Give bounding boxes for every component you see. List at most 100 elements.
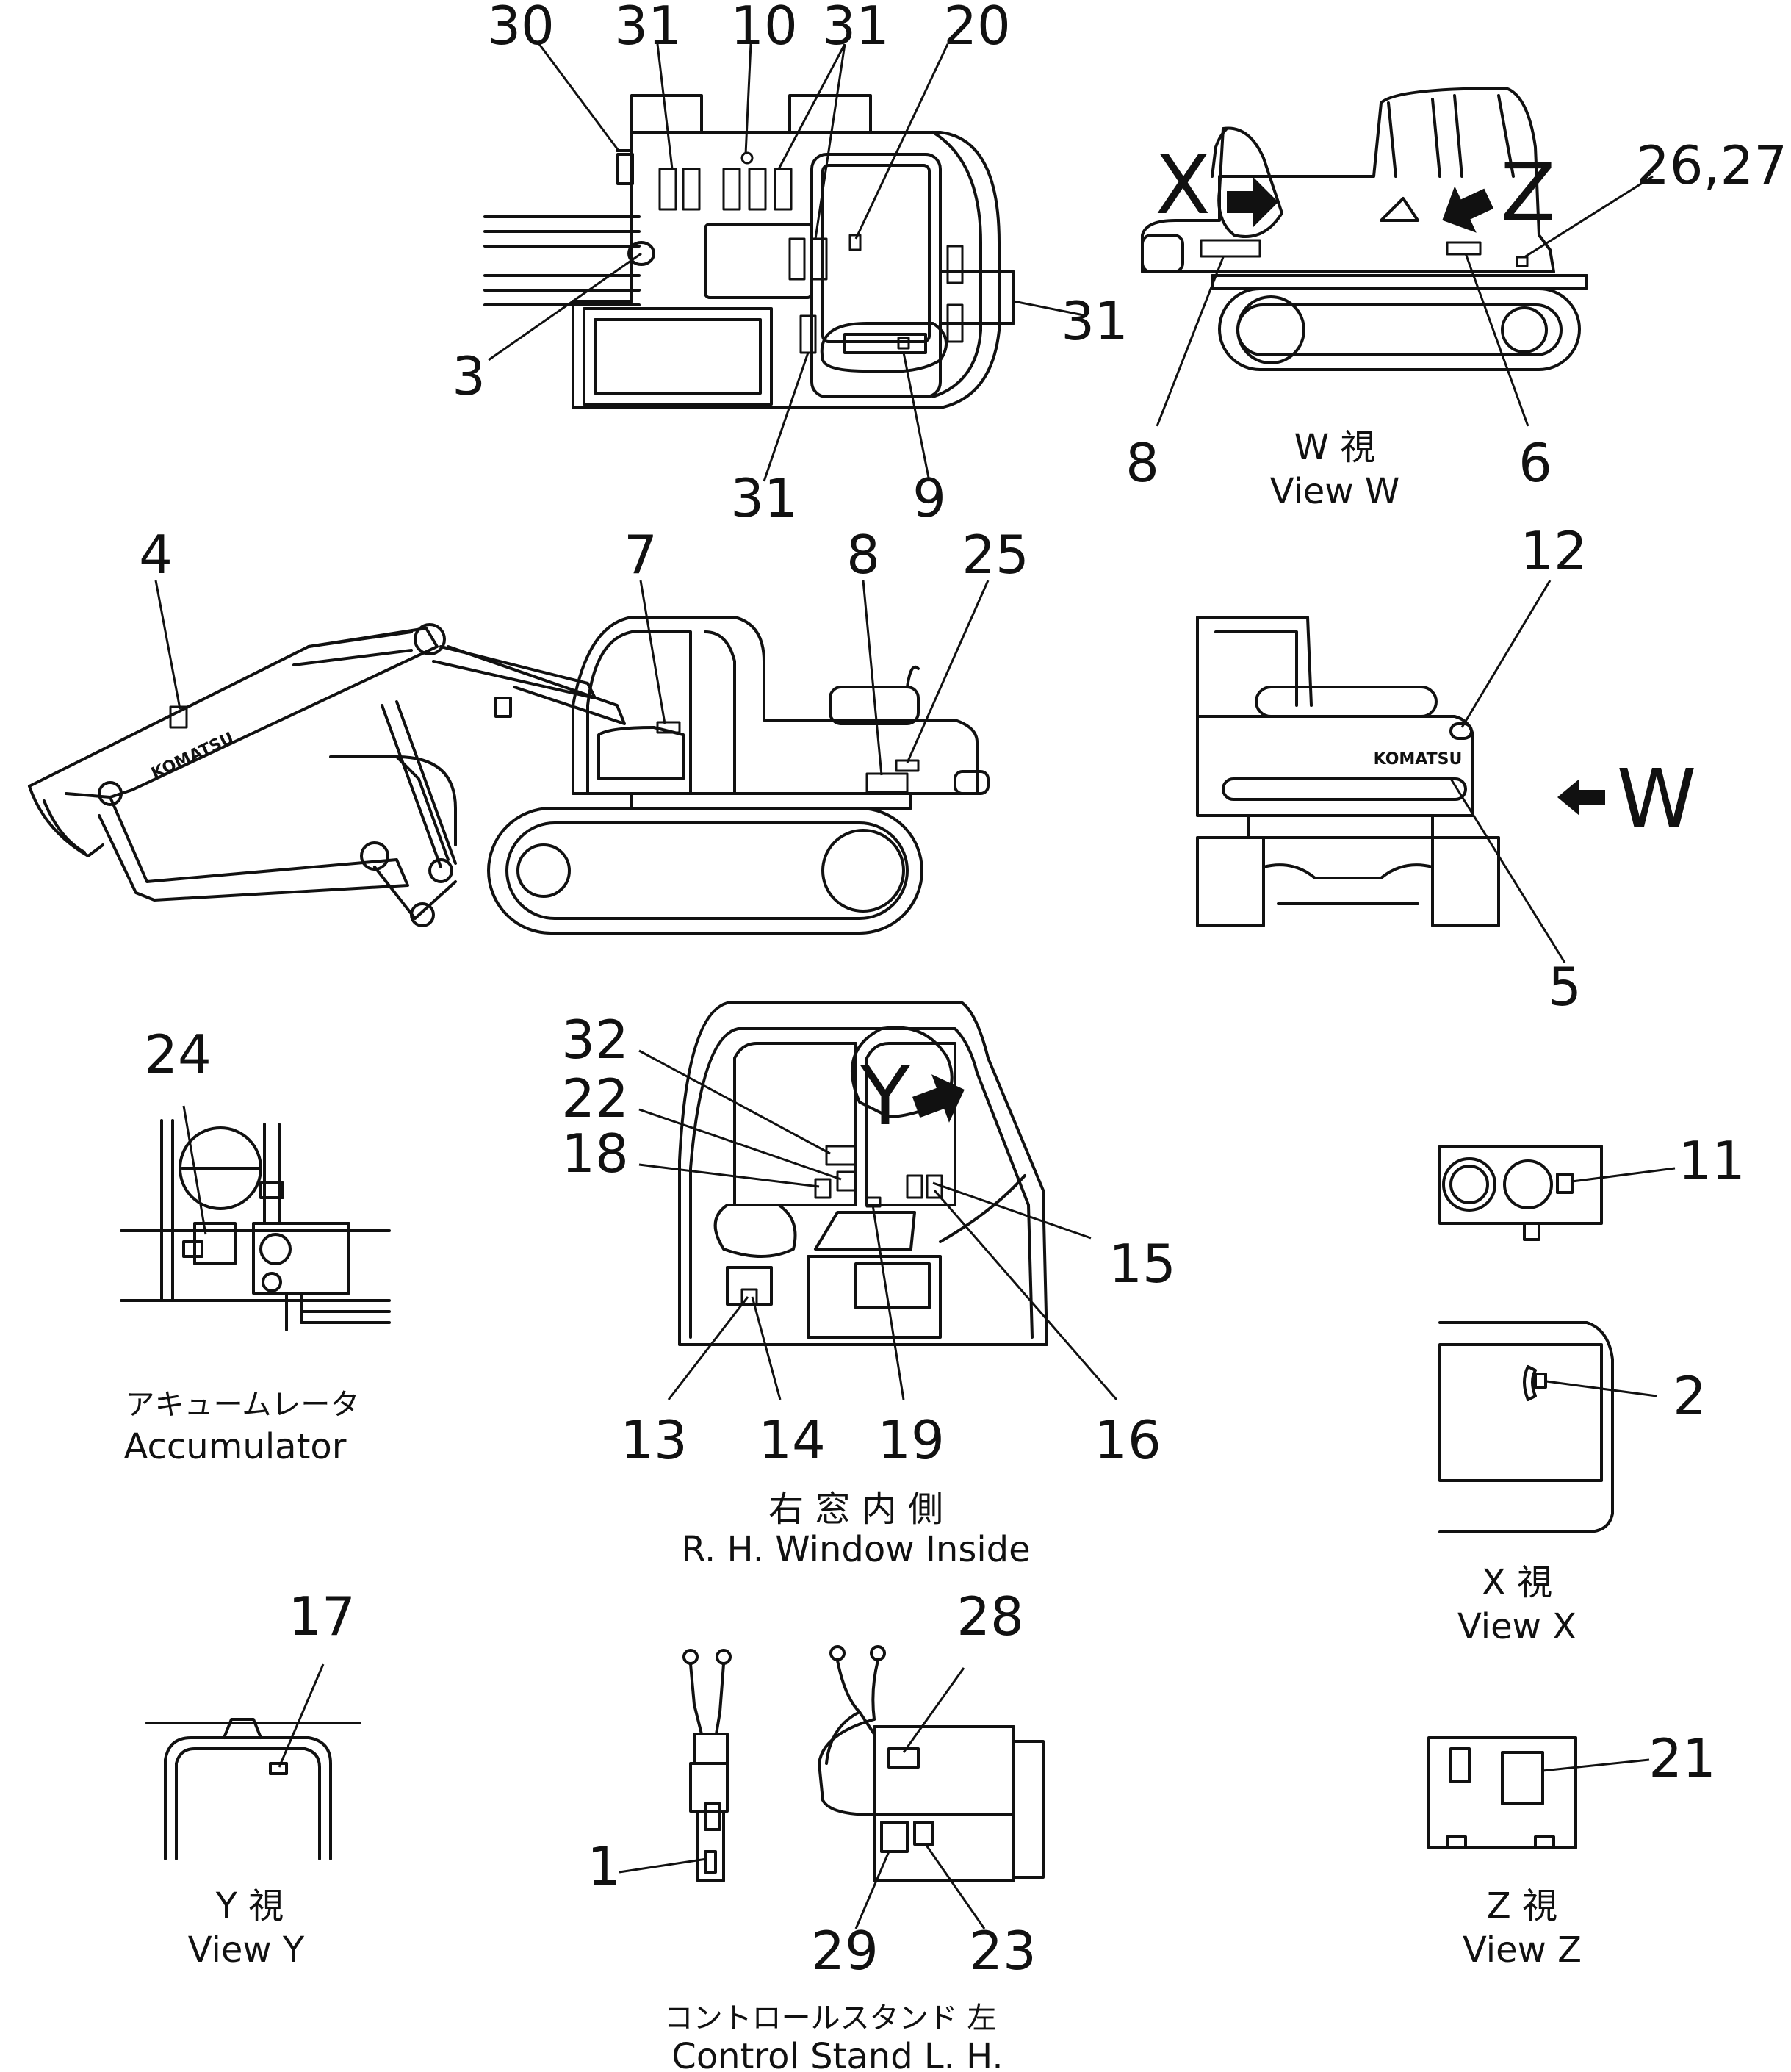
view-x-lower-panel bbox=[1438, 1321, 1614, 1533]
accumulator-linework bbox=[120, 1119, 391, 1331]
view-w-linework bbox=[1141, 87, 1588, 371]
callout-6: 6 bbox=[1518, 432, 1552, 494]
arrow-w-icon bbox=[1557, 779, 1605, 816]
decal-10-b bbox=[748, 168, 767, 211]
decal-31-g bbox=[946, 303, 964, 343]
caption-control-jp: コントロールスタンド 左 bbox=[664, 2001, 997, 2035]
decal-18 bbox=[814, 1178, 832, 1199]
callout-28: 28 bbox=[956, 1586, 1024, 1647]
decal-8 bbox=[1200, 239, 1261, 258]
caption-control-en: Control Stand L. H. bbox=[671, 2036, 1003, 2072]
decal-12 bbox=[1449, 722, 1473, 740]
caption-accumulator-jp: アキュームレータ bbox=[126, 1388, 360, 1422]
callout-30: 30 bbox=[487, 0, 555, 57]
callout-31: 31 bbox=[822, 0, 890, 57]
decal-31-a bbox=[658, 168, 677, 211]
decal-7 bbox=[656, 721, 681, 734]
decal-10-a bbox=[722, 168, 741, 211]
callout-24: 24 bbox=[144, 1024, 212, 1085]
callout-21: 21 bbox=[1648, 1727, 1716, 1789]
rear-view-leaders bbox=[1449, 580, 1566, 963]
callout-18: 18 bbox=[561, 1123, 629, 1184]
decal-29 bbox=[880, 1821, 909, 1853]
decal-9 bbox=[897, 337, 910, 350]
callout-14: 14 bbox=[758, 1409, 826, 1471]
callout-20: 20 bbox=[943, 0, 1011, 57]
caption-view-w-jp: W 視 bbox=[1294, 427, 1376, 468]
control-stand-lh: 28 1 29 23 コントロールスタンド 左 Control Stand L.… bbox=[587, 1586, 1045, 2072]
callout-12: 12 bbox=[1520, 520, 1588, 582]
decal-31-b bbox=[682, 168, 701, 211]
callout-1: 1 bbox=[587, 1835, 621, 1897]
callout-2: 2 bbox=[1673, 1365, 1707, 1427]
callout-16: 16 bbox=[1094, 1409, 1161, 1471]
side-view-leaders bbox=[154, 580, 990, 776]
caption-window-en: R. H. Window Inside bbox=[681, 1529, 1030, 1570]
view-y-linework bbox=[145, 1718, 361, 1860]
callout-13: 13 bbox=[620, 1409, 688, 1471]
komatsu-counterweight-logo: KOMATSU bbox=[1374, 750, 1463, 769]
callout-23: 23 bbox=[969, 1920, 1037, 1982]
callout-3: 3 bbox=[452, 345, 486, 407]
side-view: KOMATSU 4 7 8 25 bbox=[28, 524, 1029, 935]
window-leaders bbox=[638, 1049, 1118, 1400]
view-z: 21 Z 視 View Z bbox=[1427, 1727, 1716, 1971]
caption-view-x-jp: X 視 bbox=[1482, 1562, 1552, 1603]
arrow-x-icon bbox=[1227, 176, 1278, 228]
rear-view-linework bbox=[1196, 616, 1500, 927]
decal-23 bbox=[913, 1821, 934, 1846]
decal-32 bbox=[825, 1145, 857, 1166]
callout-10: 10 bbox=[730, 0, 798, 57]
view-w: X Z 26,27 8 6 W 視 View W bbox=[1125, 87, 1787, 512]
view-y-marker: Y bbox=[860, 1049, 910, 1143]
decal-20 bbox=[848, 234, 862, 251]
callout-25: 25 bbox=[962, 524, 1029, 586]
view-x-upper-panel bbox=[1438, 1145, 1603, 1241]
caption-view-y-jp: Y 視 bbox=[215, 1885, 284, 1927]
control-stand-front-linework bbox=[818, 1645, 1045, 1882]
caption-window-jp: 右 窓 内 側 bbox=[768, 1489, 943, 1530]
decal-2 bbox=[1534, 1373, 1547, 1389]
top-plan-view: 30 31 10 31 20 31 3 31 9 bbox=[452, 0, 1128, 529]
accumulator-view: 24 アキュームレータ Accumulator bbox=[120, 1024, 391, 1467]
view-w-leaders bbox=[1156, 175, 1654, 427]
callout-9: 9 bbox=[912, 467, 946, 529]
top-plan-decals bbox=[658, 151, 964, 354]
view-z-marker: Z bbox=[1500, 145, 1555, 240]
caption-view-z-en: View Z bbox=[1463, 1929, 1582, 1971]
view-z-leader bbox=[1542, 1758, 1650, 1772]
view-x-marker: X bbox=[1155, 138, 1210, 232]
caption-view-w-en: View W bbox=[1270, 471, 1400, 512]
callout-22: 22 bbox=[561, 1068, 629, 1129]
top-plan-leaders bbox=[488, 43, 1088, 482]
caption-view-z-jp: Z 視 bbox=[1487, 1885, 1557, 1927]
arrow-z-icon bbox=[1442, 186, 1494, 233]
caption-view-x-en: View X bbox=[1457, 1606, 1576, 1647]
decal-31-f bbox=[946, 245, 964, 284]
rear-view: KOMATSU W 12 5 bbox=[1196, 520, 1697, 1018]
callout-19: 19 bbox=[877, 1409, 945, 1471]
view-y-leader bbox=[278, 1663, 325, 1768]
decal-31-e bbox=[810, 237, 828, 281]
callout-4: 4 bbox=[139, 524, 173, 586]
window-linework bbox=[678, 1001, 1048, 1346]
decal-28 bbox=[887, 1747, 920, 1769]
decal-31-c bbox=[774, 168, 793, 211]
view-z-linework bbox=[1427, 1736, 1577, 1849]
side-view-linework bbox=[28, 616, 990, 935]
rh-window-inside-view: Y 32 22 18 15 13 14 19 16 右 窓 内 側 R. H. … bbox=[561, 1001, 1176, 1570]
control-stand-side-linework bbox=[682, 1649, 732, 1882]
decal-13-14 bbox=[740, 1288, 758, 1306]
callout-8: 8 bbox=[846, 524, 880, 586]
callout-15: 15 bbox=[1109, 1233, 1176, 1295]
komatsu-boom-logo: KOMATSU bbox=[148, 729, 237, 783]
view-w-marker: W bbox=[1617, 752, 1697, 846]
callout-7: 7 bbox=[624, 524, 657, 586]
callout-32: 32 bbox=[561, 1009, 629, 1071]
caption-view-y-en: View Y bbox=[188, 1929, 305, 1971]
decal-31-d bbox=[788, 237, 806, 281]
decal-15 bbox=[906, 1174, 923, 1199]
callout-31: 31 bbox=[614, 0, 682, 57]
callout-29: 29 bbox=[811, 1920, 879, 1982]
